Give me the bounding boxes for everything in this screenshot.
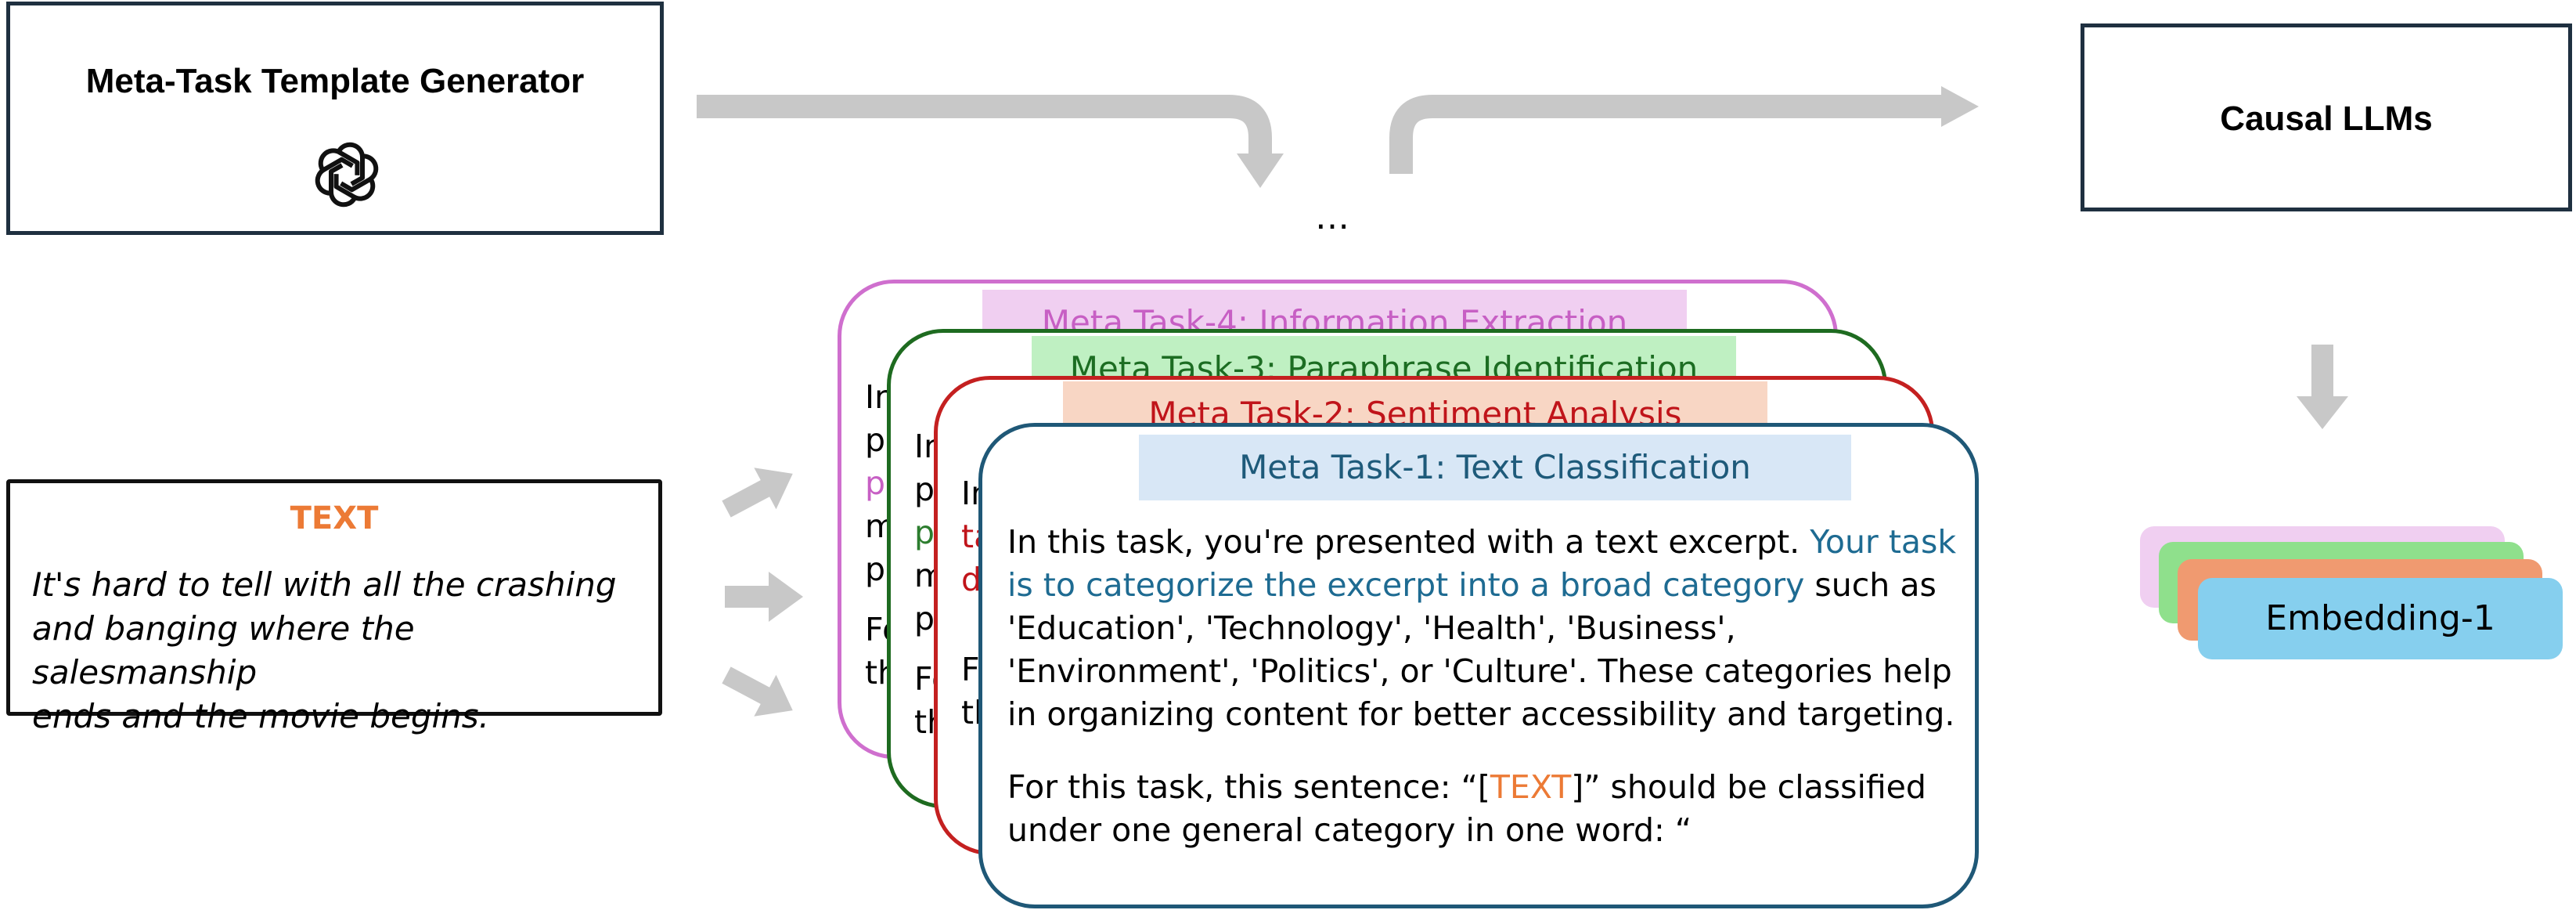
openai-logo-icon bbox=[315, 142, 379, 208]
body-line: p bbox=[865, 421, 886, 459]
prompt-line: 'Environment', 'Politics', or 'Culture'.… bbox=[1007, 652, 1952, 690]
prompt-spacer bbox=[1007, 736, 1956, 766]
prompt-task-highlight: Your task bbox=[1810, 523, 1957, 561]
quote-line: It's hard to tell with all the crashing bbox=[32, 565, 617, 604]
body-line: p bbox=[914, 514, 935, 551]
arrow-tasks-to-llm bbox=[1389, 95, 1941, 174]
arrows-text-to-tasks bbox=[722, 468, 803, 717]
ellipsis: … bbox=[1315, 197, 1349, 237]
text-placeholder-tag: TEXT bbox=[1490, 768, 1572, 806]
meta-task-1-card: Meta Task-1: Text Classification In this… bbox=[978, 423, 1979, 908]
embedding-label: Embedding-1 bbox=[2265, 598, 2495, 638]
text-input-label: TEXT bbox=[290, 500, 379, 536]
embedding-layer-1: Embedding-1 bbox=[2198, 578, 2563, 659]
prompt-line: In this task, you're presented with a te… bbox=[1007, 521, 1956, 564]
prompt-task-highlight: is to categorize the excerpt into a broa… bbox=[1007, 566, 1805, 604]
arrow-generator-to-tasks bbox=[697, 95, 1272, 153]
causal-llms-title: Causal LLMs bbox=[2220, 99, 2433, 138]
prompt-text: ]” should be classified bbox=[1571, 768, 1926, 806]
template-generator-box: Meta-Task Template Generator bbox=[6, 2, 664, 235]
prompt-line: 'Education', 'Technology', 'Health', 'Bu… bbox=[1007, 609, 1736, 647]
text-input-quote: It's hard to tell with all the crashing … bbox=[32, 563, 643, 738]
prompt-line: in organizing content for better accessi… bbox=[1007, 695, 1955, 733]
arrowhead-right bbox=[1941, 86, 1979, 127]
prompt-line: is to categorize the excerpt into a broa… bbox=[1007, 564, 1956, 607]
template-generator-title: Meta-Task Template Generator bbox=[85, 62, 585, 100]
arrowhead-down bbox=[1237, 153, 1284, 188]
prompt-text: In this task, you're presented with a te… bbox=[1007, 523, 1800, 561]
meta-task-1-body: In this task, you're presented with a te… bbox=[1007, 521, 1956, 852]
prompt-text: For this task, this sentence: “[ bbox=[1007, 768, 1490, 806]
body-line: p bbox=[865, 464, 886, 502]
prompt-line: under one general category in one word: … bbox=[1007, 811, 1692, 849]
causal-llms-box: Causal LLMs bbox=[2081, 23, 2572, 211]
prompt-line: For this task, this sentence: “[TEXT]” s… bbox=[1007, 766, 1956, 809]
quote-line: and banging where the salesmanship bbox=[32, 609, 415, 692]
text-input-box: TEXT It's hard to tell with all the cras… bbox=[6, 479, 662, 735]
body-line: p bbox=[865, 551, 886, 588]
body-line: p bbox=[914, 471, 935, 508]
arrow-llm-to-embedding-shaft bbox=[2311, 345, 2333, 399]
body-line: d bbox=[961, 561, 982, 598]
arrowhead-down-embedding bbox=[2297, 396, 2348, 429]
prompt-text: such as bbox=[1814, 566, 1937, 604]
meta-task-1-title: Meta Task-1: Text Classification bbox=[1139, 435, 1851, 500]
body-line: p bbox=[914, 600, 935, 637]
quote-line: ends and the movie begins. bbox=[32, 697, 490, 735]
